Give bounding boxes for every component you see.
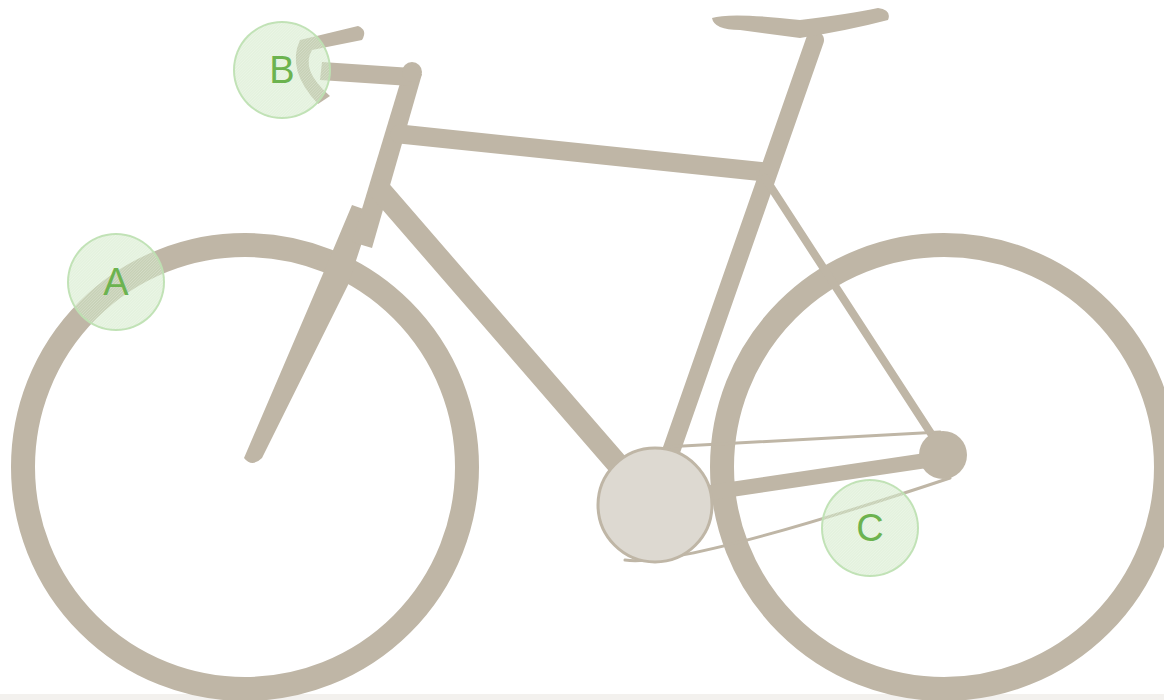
rear-wheel xyxy=(722,245,1164,689)
callout-circle: C xyxy=(821,479,919,577)
callout-letter: C xyxy=(856,509,883,547)
callout-letter: B xyxy=(269,51,294,89)
top-tube xyxy=(400,134,765,172)
stem-cap xyxy=(402,62,422,82)
handlebar-stem xyxy=(320,62,412,86)
seat-stay xyxy=(765,178,943,452)
rear-hub xyxy=(919,431,967,479)
chain-top xyxy=(665,432,940,447)
callout-circle: B xyxy=(233,21,331,119)
down-tube xyxy=(380,190,640,490)
chainring xyxy=(598,448,712,562)
saddle xyxy=(712,8,889,38)
seat-tube xyxy=(668,40,815,460)
callout-letter: A xyxy=(103,263,128,301)
callout-circle: A xyxy=(67,233,165,331)
fork xyxy=(244,205,372,463)
